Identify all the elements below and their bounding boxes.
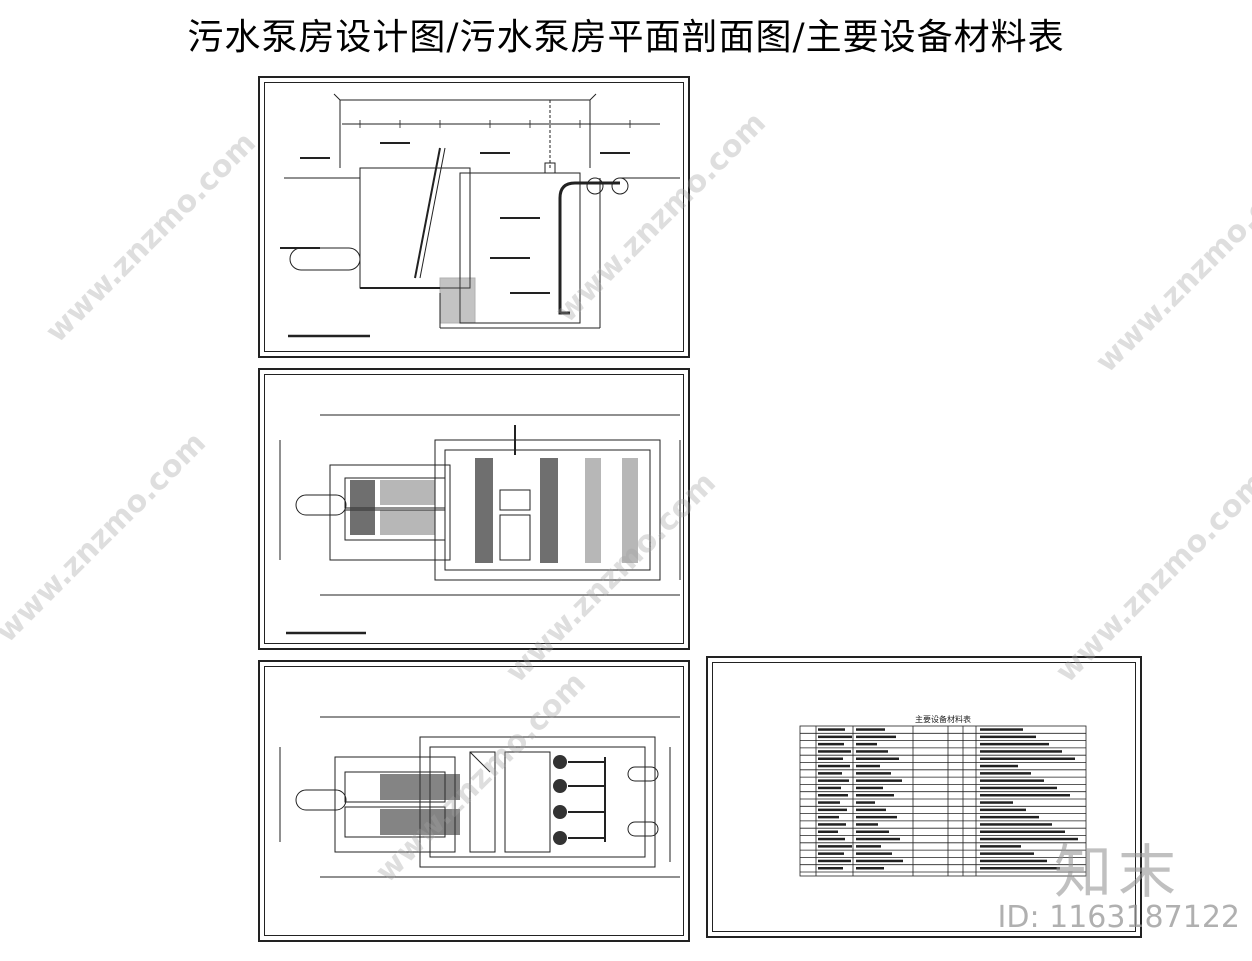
table-cell-mark	[980, 794, 1070, 797]
table-cell-mark	[818, 859, 851, 863]
table-cell-mark	[856, 772, 891, 775]
table-cell-mark	[818, 845, 852, 848]
table-cell-mark	[980, 764, 1018, 768]
table-cell-mark	[856, 830, 889, 833]
table-cell-mark	[856, 859, 903, 863]
watermark-text: www.znzmo.com	[38, 125, 263, 350]
table-cell-mark	[980, 772, 1031, 775]
table-cell-mark	[980, 742, 1049, 746]
table-cell-mark	[980, 815, 1039, 819]
section-sheet[interactable]	[258, 76, 690, 358]
table-cell-mark	[818, 794, 848, 797]
table-cell-mark	[980, 757, 1075, 760]
table-cell-mark	[980, 801, 1013, 804]
table-sheet[interactable]: 主要设备材料表	[706, 656, 1142, 938]
plan-sheet-upper[interactable]	[258, 368, 690, 650]
table-cell-mark	[856, 852, 892, 855]
table-cell-mark	[980, 779, 1044, 782]
table-cell-mark	[980, 859, 1047, 863]
table-cell-mark	[856, 794, 894, 797]
sheet-border	[264, 374, 684, 644]
table-cell-mark	[818, 801, 840, 804]
table-cell-mark	[856, 779, 902, 782]
table-cell-mark	[818, 735, 852, 739]
table-cell-mark	[980, 845, 1021, 848]
table-cell-mark	[818, 830, 838, 833]
table-cell-mark	[980, 830, 1065, 833]
table-cell-mark	[980, 852, 1034, 855]
table-cell-mark	[856, 728, 885, 731]
plan-sheet-lower[interactable]	[258, 660, 690, 942]
page-title: 污水泵房设计图/污水泵房平面剖面图/主要设备材料表	[187, 17, 1065, 58]
table-cell-mark	[856, 750, 888, 753]
watermark-text: www.znzmo.com	[0, 425, 213, 650]
table-cell-mark	[818, 815, 839, 819]
table-cell-mark	[856, 808, 886, 812]
table-cell-mark	[818, 786, 841, 790]
table-cell-mark	[856, 735, 896, 739]
table-cell-mark	[818, 772, 842, 775]
table-cell-mark	[856, 786, 883, 790]
table-cell-mark	[980, 867, 1060, 870]
table-cell-mark	[980, 750, 1062, 753]
table-cell-mark	[818, 867, 843, 870]
table-cell-mark	[980, 786, 1057, 790]
table-cell-mark	[856, 837, 900, 841]
table-cell-mark	[856, 764, 880, 768]
sheet-border	[264, 82, 684, 352]
table-title: 主要设备材料表	[915, 714, 971, 724]
watermark-text: www.znzmo.com	[1088, 155, 1252, 380]
table-cell-mark	[856, 823, 878, 826]
table-cell-mark	[818, 779, 849, 782]
table-cell-mark	[818, 757, 843, 760]
table-cell-mark	[856, 801, 875, 804]
image-id: ID: 1163187122	[997, 900, 1240, 935]
table-cell-mark	[818, 728, 845, 731]
sheet-border	[712, 662, 1136, 932]
table-cell-mark	[980, 728, 1023, 731]
plan-drawing-upper	[279, 414, 681, 635]
table-cell-mark	[856, 845, 881, 848]
table-cell-mark	[856, 742, 877, 746]
table-cell-mark	[818, 823, 846, 826]
table-cell-mark	[856, 757, 899, 760]
equipment-table: 主要设备材料表	[799, 714, 1087, 877]
table-cell-mark	[980, 735, 1036, 739]
table-cell-mark	[818, 852, 844, 855]
table-cell-mark	[818, 837, 845, 841]
table-cell-mark	[980, 808, 1026, 812]
table-cell-mark	[818, 808, 847, 812]
table-cell-mark	[856, 815, 897, 819]
sheet-border	[264, 666, 684, 936]
table-cell-mark	[980, 837, 1078, 841]
section-drawing	[280, 93, 680, 338]
watermark-text: www.znzmo.com	[1048, 465, 1252, 690]
table-cell-mark	[980, 823, 1052, 826]
plan-drawing-lower	[279, 716, 680, 878]
brand-logo: 知末	[1053, 838, 1182, 906]
table-cell-mark	[818, 742, 844, 746]
table-cell-mark	[856, 867, 884, 870]
table-cell-mark	[818, 750, 851, 753]
table-cell-mark	[818, 764, 850, 768]
